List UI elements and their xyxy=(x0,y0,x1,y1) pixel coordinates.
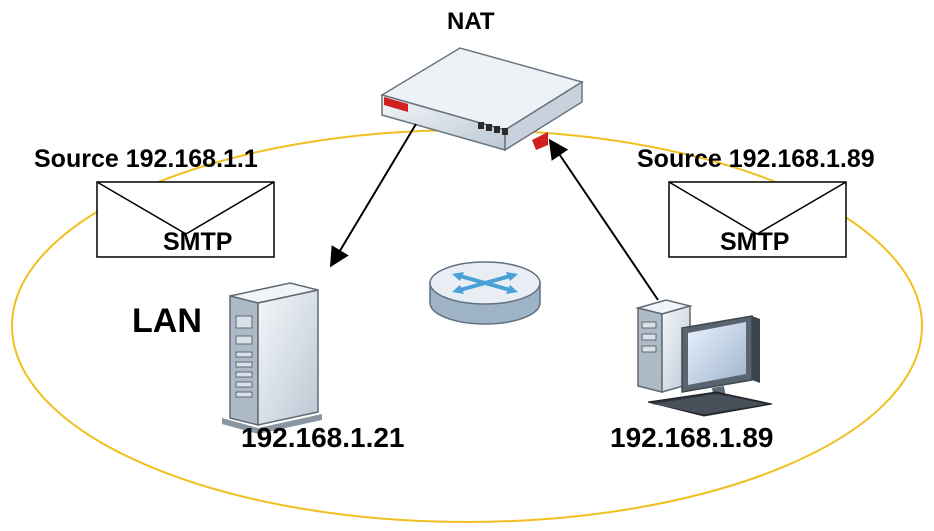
arrow-nat-to-server xyxy=(329,123,417,268)
desktop-pc-icon xyxy=(635,299,773,417)
source-left-label: Source 192.168.1.1 xyxy=(34,145,258,173)
pc-ip-label: 192.168.1.89 xyxy=(610,422,774,453)
source-right-label: Source 192.168.1.89 xyxy=(637,145,875,173)
smtp-left-label: SMTP xyxy=(163,228,233,256)
server-ip-label: 192.168.1.21 xyxy=(241,422,405,453)
router-icon xyxy=(380,47,584,152)
envelope-icon-right xyxy=(668,181,847,258)
smtp-right-label: SMTP xyxy=(720,228,790,256)
arrow-pc-to-nat xyxy=(548,138,659,301)
envelope-icon-left xyxy=(96,181,275,258)
switch-icon xyxy=(429,261,541,325)
lan-label: LAN xyxy=(132,302,202,340)
nat-label: NAT xyxy=(447,8,495,35)
server-icon xyxy=(222,282,322,434)
